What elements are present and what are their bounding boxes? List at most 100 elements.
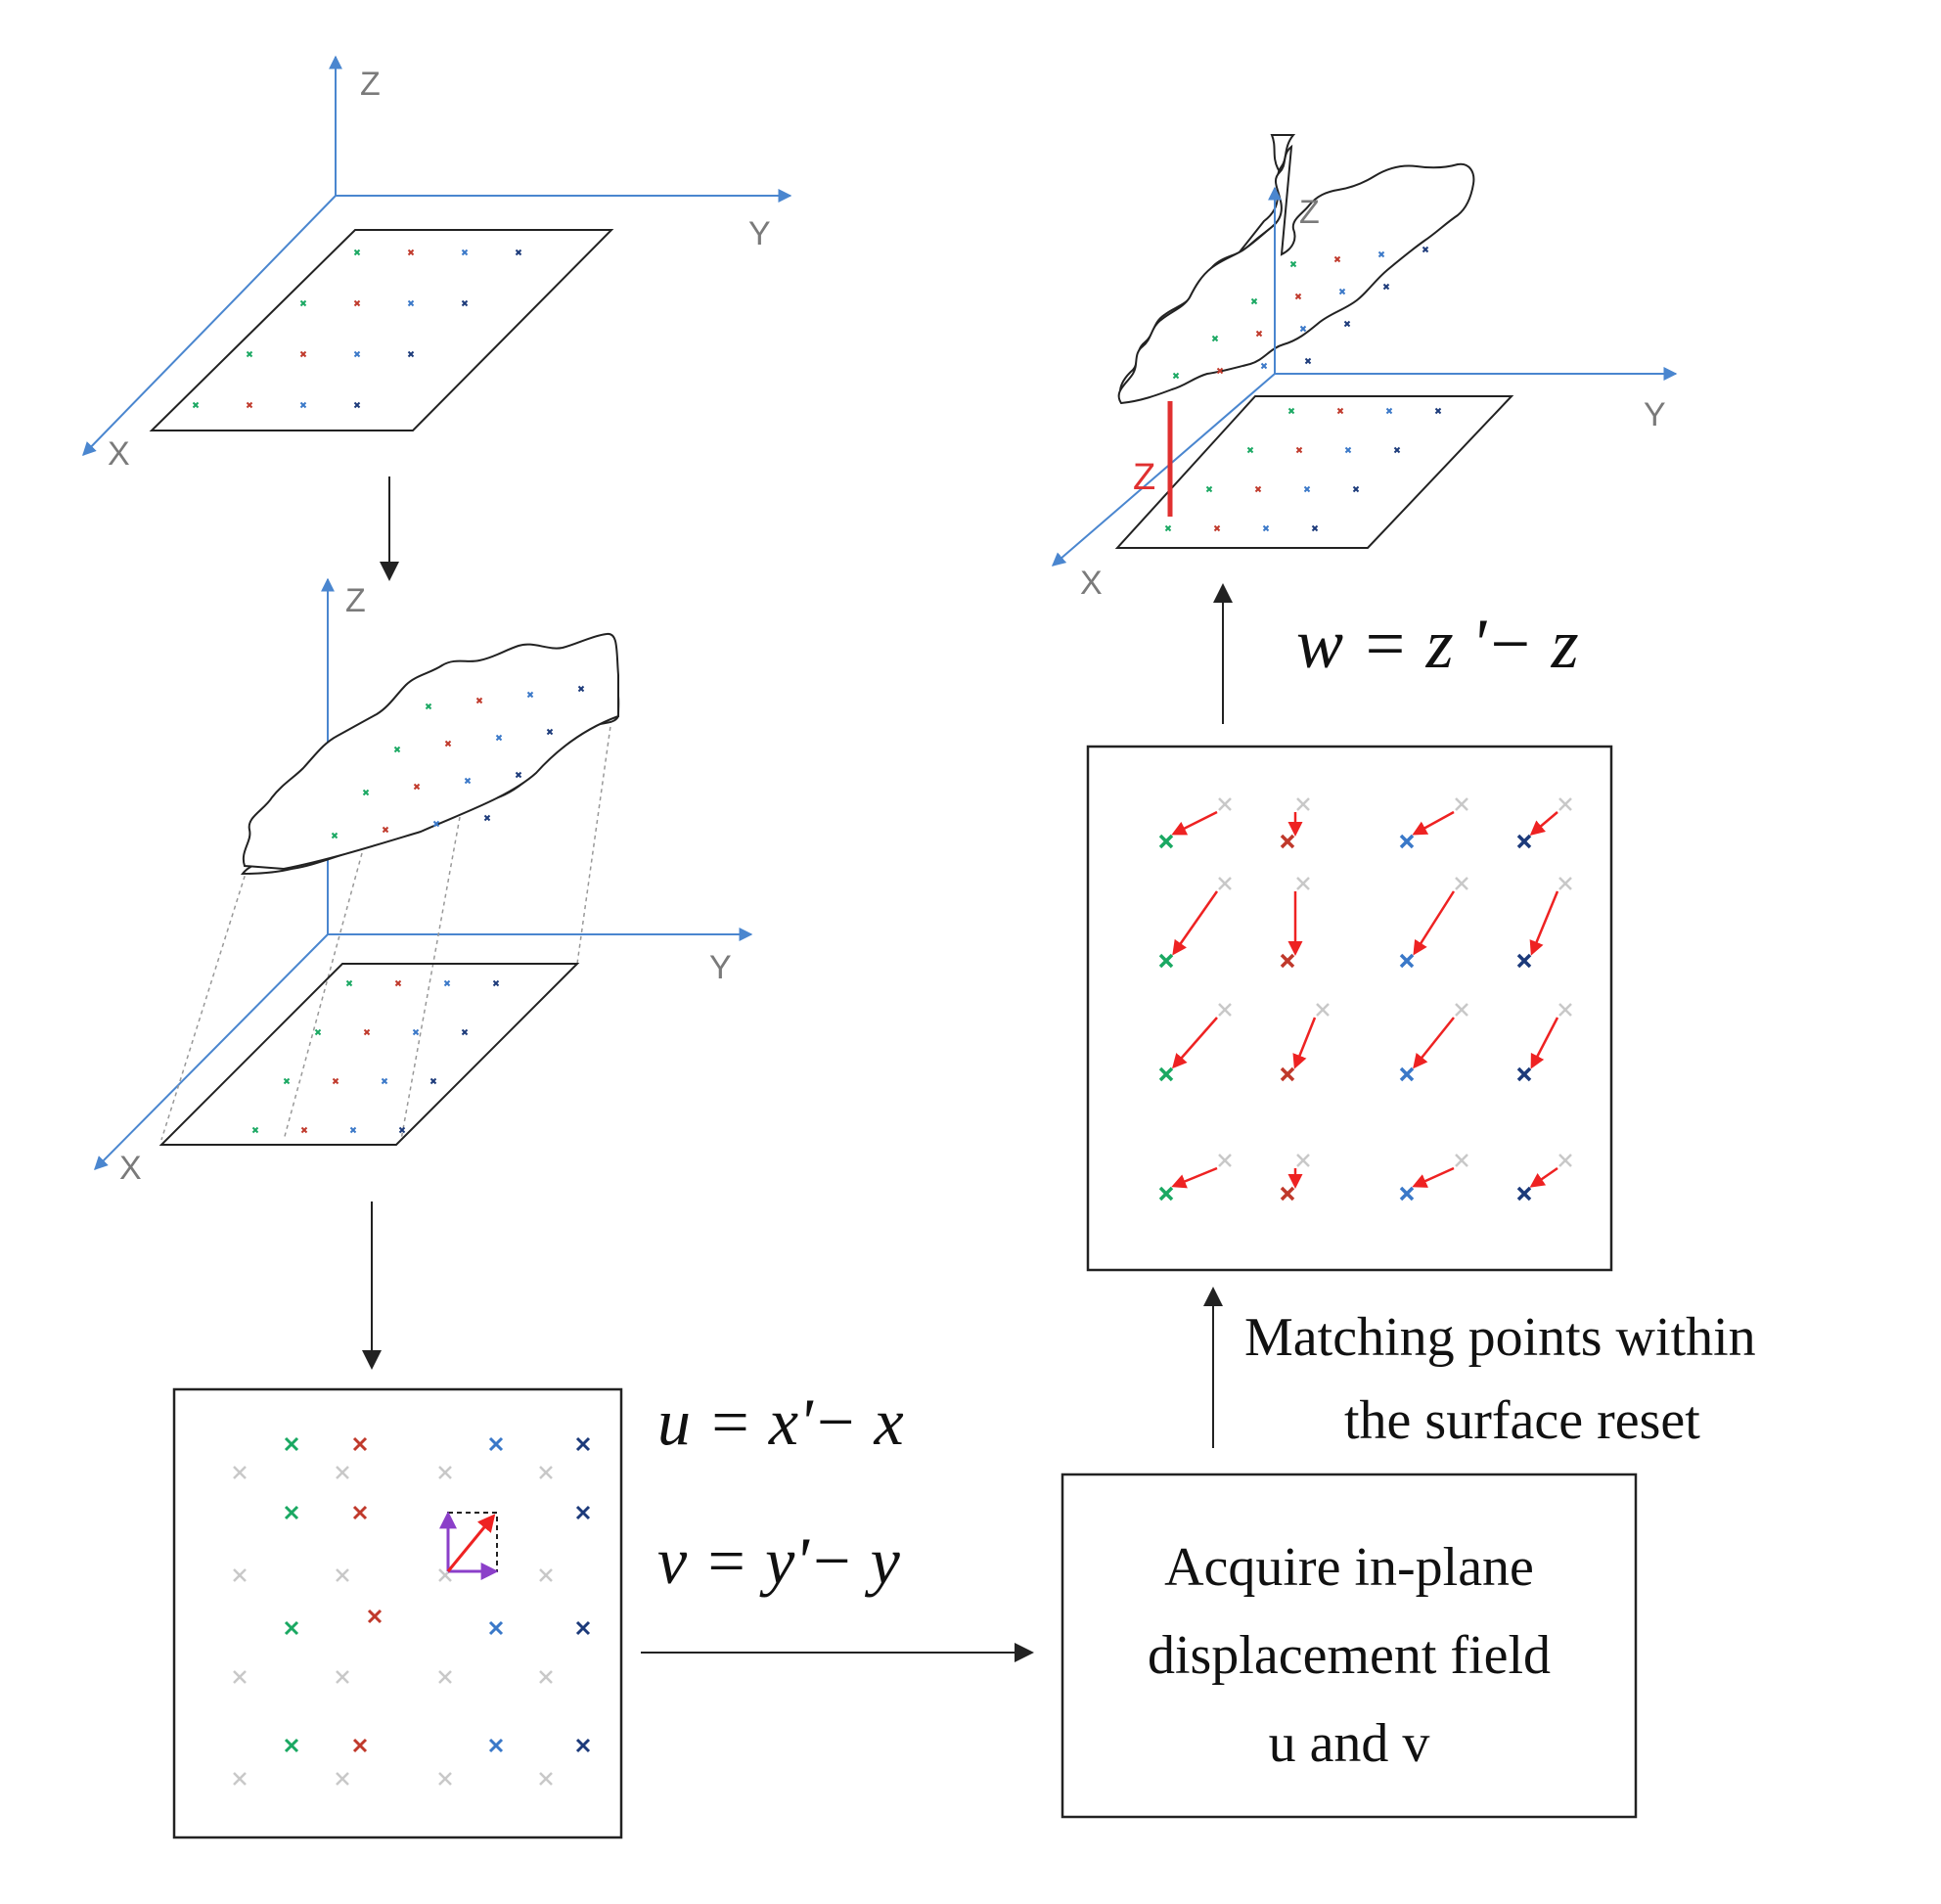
cross-marker-icon xyxy=(233,1670,247,1684)
acquire-line-1: Acquire in-plane xyxy=(1164,1537,1534,1598)
cross-marker-icon xyxy=(1211,335,1219,342)
cross-marker-icon xyxy=(488,1738,504,1753)
panel-out-of-plane: Z Y X Z xyxy=(1051,134,1678,602)
cross-marker-icon xyxy=(1158,953,1174,969)
cross-marker-icon xyxy=(1399,1066,1415,1082)
cross-marker-icon xyxy=(349,1126,357,1134)
cross-marker-icon xyxy=(1455,877,1468,890)
cross-marker-icon xyxy=(394,979,402,987)
result-surface xyxy=(1117,144,1475,405)
cross-marker-icon xyxy=(1393,446,1401,454)
cross-marker-icon xyxy=(1558,877,1572,890)
cross-marker-icon xyxy=(336,1670,349,1684)
cross-marker-icon xyxy=(444,740,452,748)
cross-marker-icon xyxy=(438,1772,452,1786)
projection-line xyxy=(283,852,363,1141)
cross-marker-icon xyxy=(495,734,503,742)
cross-marker-icon xyxy=(246,350,253,358)
cross-marker-icon xyxy=(1516,834,1532,849)
cross-marker-icon xyxy=(233,1568,247,1582)
cross-marker-icon xyxy=(475,697,483,704)
cross-marker-icon xyxy=(488,1620,504,1636)
cross-marker-icon xyxy=(1296,797,1310,811)
cross-marker-icon xyxy=(382,826,389,834)
displacement-vector-decomposition xyxy=(439,1511,499,1580)
cross-marker-icon xyxy=(1260,362,1268,370)
cross-marker-icon xyxy=(1216,367,1224,375)
cross-marker-icon xyxy=(526,691,534,699)
cross-marker-icon xyxy=(1246,446,1254,454)
cross-marker-icon xyxy=(299,350,307,358)
cross-marker-icon xyxy=(1213,524,1221,532)
cross-marker-icon xyxy=(1343,320,1351,328)
cross-marker-icon xyxy=(336,1772,349,1786)
cross-marker-icon xyxy=(575,1505,591,1520)
cross-marker-icon xyxy=(1377,250,1385,258)
projected-markers xyxy=(251,979,500,1134)
cross-marker-icon xyxy=(1344,446,1352,454)
panel-displacement-field xyxy=(1086,745,1613,1272)
cross-marker-icon xyxy=(1289,260,1297,268)
cross-marker-icon xyxy=(575,1738,591,1753)
cross-marker-icon xyxy=(1399,1186,1415,1201)
cross-marker-icon xyxy=(1296,877,1310,890)
panel-image-plane xyxy=(172,1387,623,1839)
cross-marker-icon xyxy=(539,1466,553,1479)
cross-marker-icon xyxy=(515,249,522,256)
cross-marker-icon xyxy=(336,1568,349,1582)
reference-plane xyxy=(149,229,614,431)
cross-marker-icon xyxy=(398,1126,406,1134)
projected-plane xyxy=(158,963,580,1146)
displacement-arrow-icon xyxy=(1171,810,1218,836)
matching-caption-line-2: the surface reset xyxy=(1344,1390,1700,1451)
result-plane-markers xyxy=(1164,407,1442,532)
displacement-arrow-icon xyxy=(1529,890,1559,956)
cross-marker-icon xyxy=(1304,357,1312,365)
cross-marker-icon xyxy=(429,1077,437,1085)
cross-marker-icon xyxy=(575,1436,591,1452)
cross-marker-icon xyxy=(1303,485,1311,493)
y-axis-label: Y xyxy=(748,215,771,252)
y-axis-label: Y xyxy=(709,949,732,986)
cross-marker-icon xyxy=(425,703,432,710)
cross-marker-icon xyxy=(1558,797,1572,811)
cross-marker-icon xyxy=(393,746,401,753)
image-plane-markers xyxy=(233,1436,591,1786)
cross-marker-icon xyxy=(353,299,361,307)
equation-u: u = x'− x xyxy=(657,1384,904,1459)
displacement-arrow-icon xyxy=(1172,890,1219,956)
cross-marker-icon xyxy=(461,299,469,307)
cross-marker-icon xyxy=(539,1568,553,1582)
cross-marker-icon xyxy=(233,1772,247,1786)
cross-marker-icon xyxy=(1164,524,1172,532)
cross-marker-icon xyxy=(353,249,361,256)
cross-marker-icon xyxy=(1295,446,1303,454)
cross-marker-icon xyxy=(1385,407,1393,415)
cross-marker-icon xyxy=(575,1620,591,1636)
cross-marker-icon xyxy=(539,1670,553,1684)
x-axis xyxy=(82,195,337,457)
x-axis-label: X xyxy=(108,435,130,473)
cross-marker-icon xyxy=(1352,485,1360,493)
cross-marker-icon xyxy=(233,1466,247,1479)
cross-marker-icon xyxy=(407,299,415,307)
cross-marker-icon xyxy=(345,979,353,987)
cross-marker-icon xyxy=(353,350,361,358)
cross-marker-icon xyxy=(1218,877,1232,890)
cross-marker-icon xyxy=(284,1738,299,1753)
cross-marker-icon xyxy=(546,728,554,736)
cross-marker-icon xyxy=(284,1436,299,1452)
cross-marker-icon xyxy=(1558,1154,1572,1167)
cross-marker-icon xyxy=(1218,1003,1232,1017)
cross-marker-icon xyxy=(353,401,361,409)
cross-marker-icon xyxy=(1158,834,1174,849)
cross-marker-icon xyxy=(331,832,339,839)
cross-marker-icon xyxy=(577,685,585,693)
z-axis-label: Z xyxy=(1299,194,1320,231)
cross-marker-icon xyxy=(381,1077,388,1085)
x-axis-label: X xyxy=(1080,565,1103,602)
cross-marker-icon xyxy=(1333,255,1341,263)
y-axis-label: Y xyxy=(1644,396,1666,433)
cross-marker-icon xyxy=(1218,1154,1232,1167)
cross-marker-icon xyxy=(464,777,472,785)
